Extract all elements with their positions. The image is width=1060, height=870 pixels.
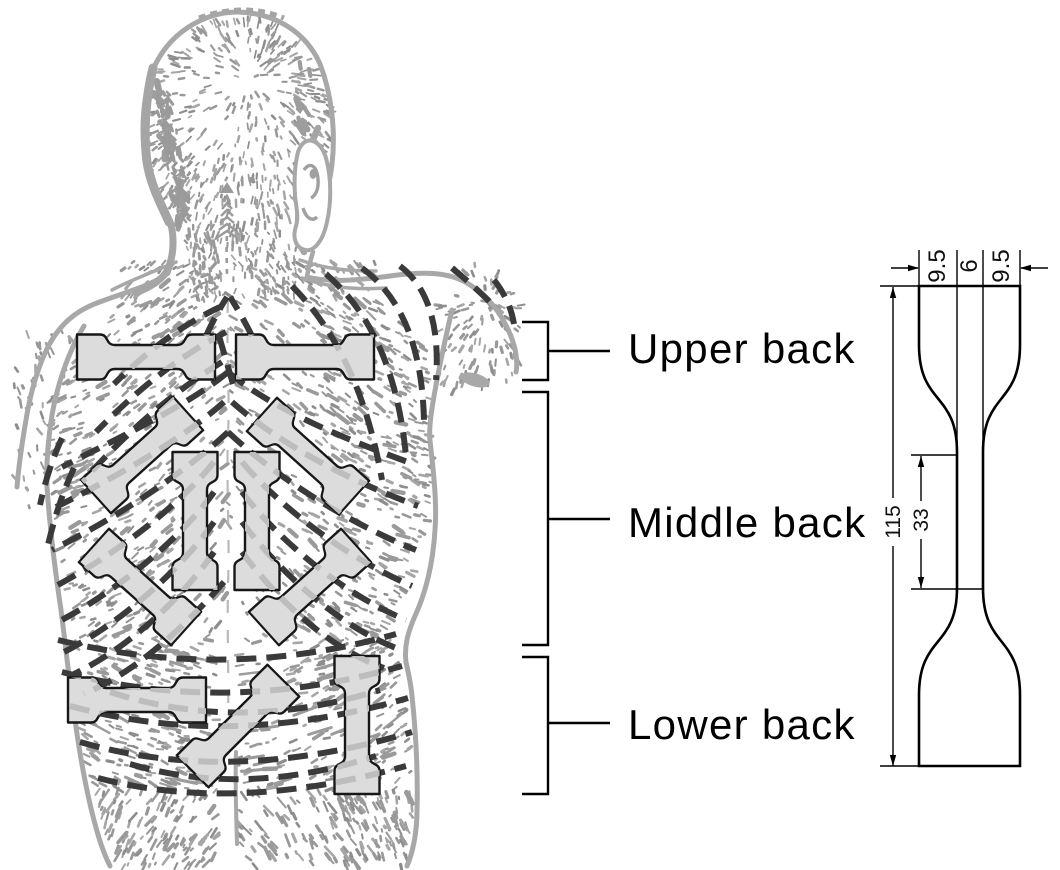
svg-text:33: 33 — [910, 508, 933, 531]
svg-text:6: 6 — [956, 259, 983, 272]
svg-text:9.5: 9.5 — [924, 249, 951, 282]
svg-text:115: 115 — [882, 505, 905, 538]
svg-text:Lower back: Lower back — [628, 701, 856, 748]
svg-text:Middle back: Middle back — [628, 499, 866, 546]
svg-text:9.5: 9.5 — [988, 249, 1015, 282]
svg-text:Upper back: Upper back — [628, 325, 856, 372]
